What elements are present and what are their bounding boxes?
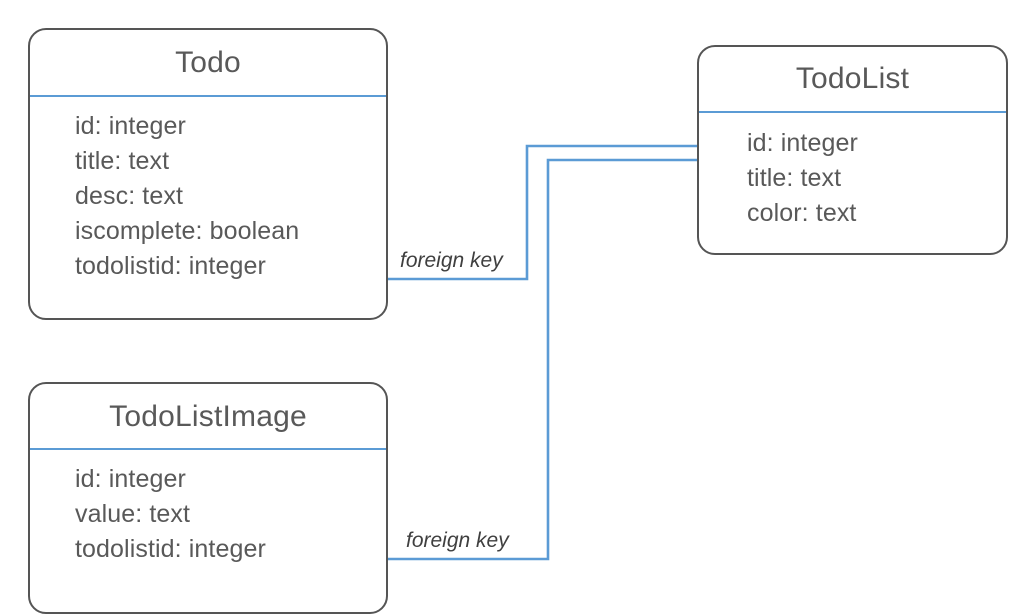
edge-label-foreign-key-todolistimage: foreign key xyxy=(400,526,515,557)
field-todo-iscomplete: iscomplete: boolean xyxy=(75,217,300,245)
entity-todolist-fields: id: integer title: text color: text xyxy=(699,126,1006,231)
field-todolistimage-id: id: integer xyxy=(75,465,186,493)
entity-todolist-title: TodoList xyxy=(795,62,910,95)
field-todolist-title: title: text xyxy=(747,164,842,192)
field-todolist-id: id: integer xyxy=(747,129,858,157)
entity-todolistimage[interactable]: TodoListImage id: integer value: text to… xyxy=(28,382,388,614)
field-todo-id: id: integer xyxy=(75,112,186,140)
entity-todo-divider xyxy=(30,95,386,97)
field-todo-todolistid: todolistid: integer xyxy=(75,252,266,280)
entity-todolist[interactable]: TodoList id: integer title: text color: … xyxy=(697,45,1008,255)
edge-label-foreign-key-todo: foreign key xyxy=(394,246,509,277)
field-todolistimage-value: value: text xyxy=(75,500,191,528)
entity-todolistimage-divider xyxy=(30,448,386,450)
field-todo-desc: desc: text xyxy=(75,182,183,210)
entity-todo[interactable]: Todo id: integer title: text desc: text … xyxy=(28,28,388,320)
field-todolistimage-todolistid: todolistid: integer xyxy=(75,535,266,563)
entity-todo-title: Todo xyxy=(175,46,241,79)
field-todolist-color: color: text xyxy=(747,199,857,227)
entity-todolist-divider xyxy=(699,111,1006,113)
entity-todolistimage-title: TodoListImage xyxy=(109,400,307,433)
field-todo-title: title: text xyxy=(75,147,170,175)
entity-todo-fields: id: integer title: text desc: text iscom… xyxy=(30,109,386,284)
entity-todolistimage-fields: id: integer value: text todolistid: inte… xyxy=(30,462,386,567)
edge-todolistimage-to-todolist xyxy=(330,150,740,561)
